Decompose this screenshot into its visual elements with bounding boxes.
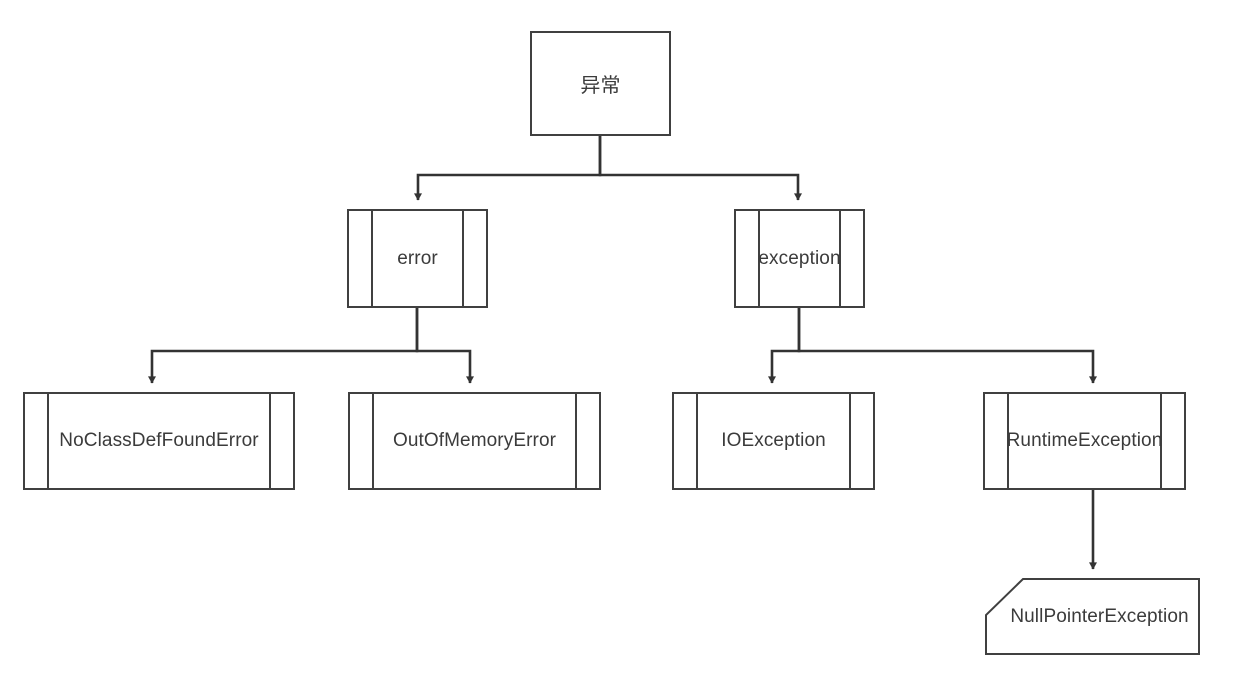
card-shape (985, 578, 1200, 655)
node-nullpointerexception[interactable]: NullPointerException (985, 578, 1200, 655)
edge-root-to-exception (598, 136, 802, 201)
predefined-rule-right (849, 392, 851, 490)
node-ioexception[interactable]: IOException (672, 392, 875, 490)
edge-exception-to-runtimeexception (797, 308, 1097, 384)
node-noclassdeffounderror[interactable]: NoClassDefFoundError (23, 392, 295, 490)
node-error[interactable]: error (347, 209, 488, 308)
predefined-rule-left (372, 392, 374, 490)
predefined-rule-right (839, 209, 841, 308)
node-exception[interactable]: exception (734, 209, 865, 308)
predefined-rule-right (269, 392, 271, 490)
predefined-rule-left (371, 209, 373, 308)
node-outofmemoryerror-label: OutOfMemoryError (392, 430, 557, 451)
node-ioexception-label: IOException (721, 430, 826, 451)
predefined-rule-left (47, 392, 49, 490)
edge-root-to-error (414, 136, 602, 201)
predefined-rule-left (696, 392, 698, 490)
node-outofmemoryerror[interactable]: OutOfMemoryError (348, 392, 601, 490)
predefined-rule-right (462, 209, 464, 308)
node-nullpointerexception-label: NullPointerException (1010, 605, 1189, 627)
edge-error-to-outofmemoryerror (415, 308, 474, 384)
node-runtimeexception-label: RuntimeException (1006, 430, 1163, 451)
predefined-rule-left (758, 209, 760, 308)
node-exception-label: exception (758, 247, 841, 269)
node-noclassdeffounderror-label: NoClassDefFoundError (59, 430, 259, 451)
node-root[interactable]: 异常 (530, 31, 671, 136)
predefined-rule-right (575, 392, 577, 490)
edge-error-to-noclassdeffounderror (148, 308, 419, 384)
node-root-label: 异常 (580, 75, 621, 97)
edge-exception-to-ioexception (768, 308, 801, 384)
predefined-rule-right (1160, 392, 1162, 490)
predefined-rule-left (1007, 392, 1009, 490)
node-error-label: error (397, 247, 438, 269)
node-runtimeexception[interactable]: RuntimeException (983, 392, 1186, 490)
